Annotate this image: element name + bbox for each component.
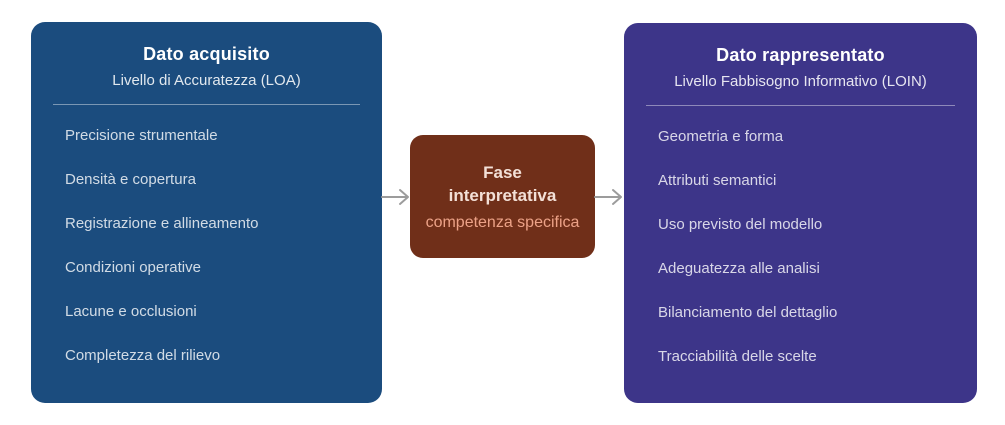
divider-line — [53, 104, 360, 105]
list-item: Condizioni operative — [65, 259, 201, 276]
divider-line — [646, 105, 955, 106]
list-item: Tracciabilità delle scelte — [658, 348, 817, 365]
list-item: Precisione strumentale — [65, 127, 218, 144]
node-dato-acquisito: Dato acquisito Livello di Accuratezza (L… — [31, 22, 382, 403]
node-dato-rappresentato: Dato rappresentato Livello Fabbisogno In… — [624, 23, 977, 403]
list-item: Lacune e occlusioni — [65, 303, 197, 320]
node-subtitle: Livello di Accuratezza (LOA) — [112, 72, 301, 89]
loin-factor-list: Geometria e forma Attributi semantici Us… — [624, 106, 977, 366]
list-item: Registrazione e allineamento — [65, 215, 259, 232]
list-item: Geometria e forma — [658, 128, 784, 145]
node-title: Dato rappresentato — [716, 45, 885, 65]
node-subtitle: Livello Fabbisogno Informativo (LOIN) — [674, 73, 927, 90]
list-item: Densità e copertura — [65, 171, 196, 188]
list-item: Completezza del rilievo — [65, 347, 221, 364]
list-item: Adeguatezza alle analisi — [658, 260, 820, 277]
node-header: Dato acquisito Livello di Accuratezza (L… — [31, 22, 382, 91]
node-title: Dato acquisito — [143, 44, 270, 64]
list-item: Attributi semantici — [658, 172, 777, 189]
flow-arrow-right-icon — [594, 189, 622, 205]
loa-factor-list: Precisione strumentale Densità e copertu… — [31, 105, 382, 365]
list-item: Bilanciamento del dettaglio — [658, 304, 838, 321]
node-subtitle: competenza specifica — [425, 214, 580, 231]
list-item: Uso previsto del modello — [658, 216, 823, 233]
node-header: Dato rappresentato Livello Fabbisogno In… — [624, 23, 977, 92]
node-title: Fase interpretativa — [448, 163, 557, 205]
node-fase-interpretativa: Fase interpretativa competenza specifica — [410, 135, 595, 258]
flow-arrow-left-icon — [381, 189, 409, 205]
